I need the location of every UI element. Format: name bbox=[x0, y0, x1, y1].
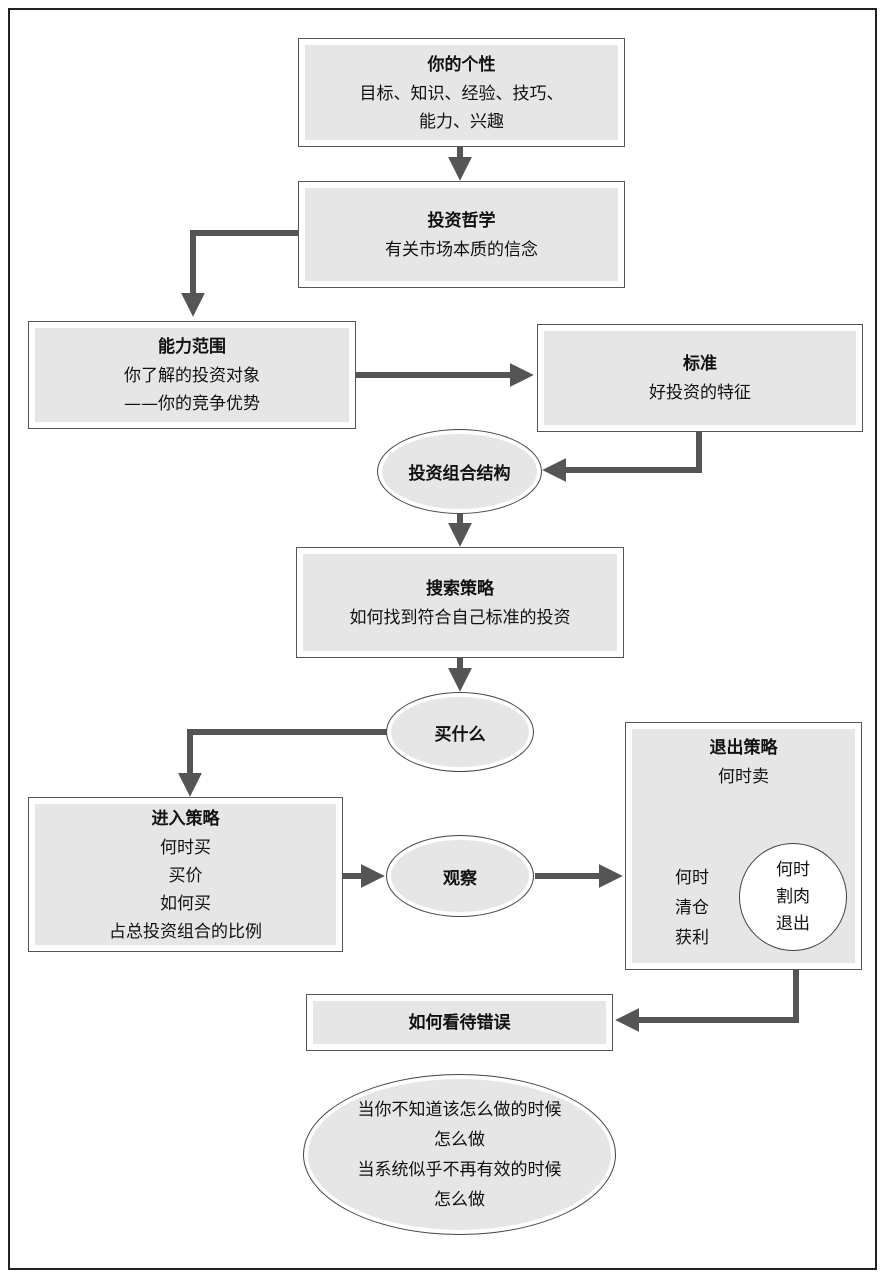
exit-loss-line: 何时 bbox=[776, 859, 810, 880]
arrow-criteria-to-portfolio bbox=[542, 432, 702, 482]
search-line: 如何找到符合自己标准的投资 bbox=[349, 607, 571, 628]
personality-box: 你的个性 目标、知识、经验、技巧、 能力、兴趣 bbox=[298, 38, 625, 147]
exit-profit-line: 获利 bbox=[675, 928, 709, 948]
exit-loss-circle: 何时 割肉 退出 bbox=[739, 843, 847, 951]
competence-line: ——你的竞争优势 bbox=[124, 394, 260, 414]
competence-line: 你了解的投资对象 bbox=[124, 366, 260, 386]
mistakes-box: 如何看待错误 bbox=[306, 994, 613, 1051]
mistakes-title: 如何看待错误 bbox=[408, 1012, 511, 1033]
criteria-title: 标准 bbox=[683, 354, 717, 374]
uncertain-line: 怎么做 bbox=[434, 1129, 485, 1150]
entry-line: 如何买 bbox=[160, 893, 211, 914]
arrow-philosophy-to-competence bbox=[181, 230, 298, 317]
personality-title: 你的个性 bbox=[427, 54, 496, 75]
buy-label: 买什么 bbox=[391, 697, 529, 767]
arrow-buy-to-entry bbox=[178, 729, 388, 797]
criteria-line: 好投资的特征 bbox=[649, 383, 751, 403]
entry-box: 进入策略 何时买 买价 如何买 占总投资组合的比例 bbox=[28, 797, 343, 952]
uncertain-line: 当你不知道该怎么做的时候 bbox=[357, 1099, 562, 1120]
entry-line: 占总投资组合的比例 bbox=[109, 921, 262, 942]
exit-profit-line: 何时 bbox=[675, 868, 709, 888]
uncertain-line: 当系统似乎不再有效的时候 bbox=[357, 1159, 562, 1180]
entry-line: 买价 bbox=[168, 865, 203, 886]
competence-box: 能力范围 你了解的投资对象 ——你的竞争优势 bbox=[28, 321, 356, 429]
philosophy-line: 有关市场本质的信念 bbox=[385, 239, 538, 260]
uncertain-ellipse: 当你不知道该怎么做的时候 怎么做 当系统似乎不再有效的时候 怎么做 bbox=[303, 1074, 616, 1235]
exit-loss-line: 割肉 bbox=[776, 886, 810, 907]
personality-line: 能力、兴趣 bbox=[419, 111, 504, 132]
observe-label: 观察 bbox=[391, 840, 529, 912]
uncertain-line: 怎么做 bbox=[434, 1189, 485, 1210]
portfolio-ellipse: 投资组合结构 bbox=[377, 429, 542, 514]
buy-ellipse: 买什么 bbox=[386, 692, 534, 772]
entry-title: 进入策略 bbox=[151, 808, 220, 829]
philosophy-box: 投资哲学 有关市场本质的信念 bbox=[298, 181, 625, 288]
personality-line: 目标、知识、经验、技巧、 bbox=[359, 83, 564, 104]
exit-profit-column: 何时 清仓 获利 bbox=[660, 863, 724, 953]
portfolio-label: 投资组合结构 bbox=[382, 434, 537, 509]
observe-ellipse: 观察 bbox=[386, 835, 534, 917]
exit-profit-line: 清仓 bbox=[675, 898, 709, 918]
diagram-frame bbox=[8, 8, 877, 1270]
exit-subtitle: 何时卖 bbox=[718, 767, 769, 787]
arrow-loss-to-mistakes bbox=[615, 950, 799, 1032]
criteria-box: 标准 好投资的特征 bbox=[537, 324, 863, 432]
competence-title: 能力范围 bbox=[158, 337, 226, 357]
philosophy-title: 投资哲学 bbox=[427, 210, 496, 231]
search-box: 搜索策略 如何找到符合自己标准的投资 bbox=[296, 547, 624, 658]
entry-line: 何时买 bbox=[160, 837, 211, 858]
search-title: 搜索策略 bbox=[426, 578, 494, 599]
exit-title: 退出策略 bbox=[709, 738, 778, 758]
exit-loss-line: 退出 bbox=[776, 913, 810, 934]
